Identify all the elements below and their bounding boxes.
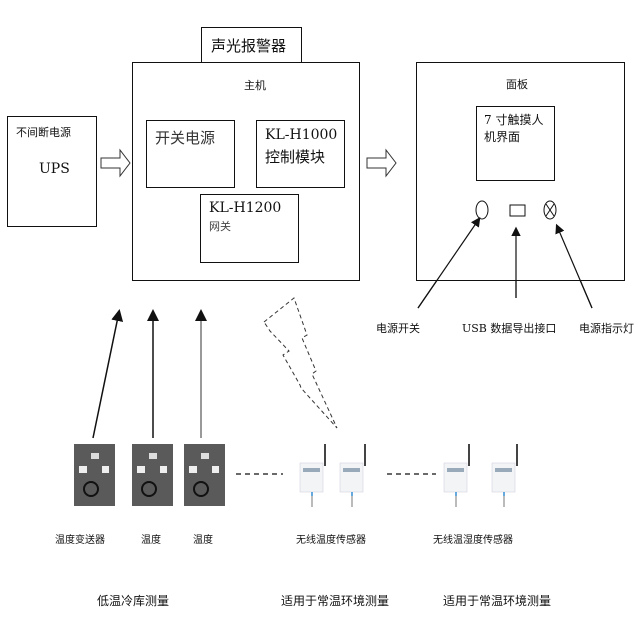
gateway-box: KL-H1200 网关 (200, 194, 299, 263)
normal-temp-group-label-2: 适用于常温环境测量 (443, 594, 552, 608)
panel-title: 面板 (506, 78, 528, 91)
ups-label: UPS (39, 161, 70, 177)
switch-power-label: 开关电源 (155, 129, 216, 147)
power-indicator-label: 电源指示灯 (579, 322, 634, 335)
control-module-label-2: 控制模块 (265, 148, 326, 166)
ups-to-host-arrow (100, 148, 131, 178)
host-to-panel-arrow (366, 148, 397, 178)
alarm-label: 声光报警器 (211, 37, 287, 55)
host-box: 主机 开关电源 KL-H1000 控制模块 KL-H1200 网关 (132, 62, 360, 281)
touchscreen-label-1: 7 寸触摸人 (484, 113, 544, 127)
gateway-label-1: KL-H1200 (209, 200, 282, 216)
power-switch-label: 电源开关 (376, 322, 420, 335)
switch-power-box: 开关电源 (146, 120, 235, 188)
wireless-temp-sensor-2 (339, 444, 366, 507)
temp-sensor-image-1 (132, 444, 173, 506)
control-module-label-1: KL-H1000 (265, 127, 338, 143)
wireless-th-sensor-1 (443, 444, 470, 507)
touchscreen-box: 7 寸触摸人 机界面 (476, 106, 555, 181)
normal-temp-group-label-1: 适用于常温环境测量 (281, 594, 390, 608)
ups-box: 不间断电源 UPS (7, 116, 97, 227)
cold-storage-group-label: 低温冷库测量 (97, 594, 170, 608)
alarm-box: 声光报警器 (201, 27, 302, 64)
wireless-th-label: 无线温湿度传感器 (433, 535, 513, 546)
touchscreen-label-2: 机界面 (484, 130, 521, 144)
gateway-label-2: 网关 (209, 220, 231, 233)
temp-label-1: 温度 (141, 535, 161, 546)
temp-transmitter-image (74, 444, 115, 506)
wireless-temp-sensor-1 (299, 444, 326, 507)
panel-box: 面板 7 寸触摸人 机界面 (416, 62, 625, 281)
host-title: 主机 (244, 79, 266, 92)
wireless-th-sensor-2 (491, 444, 518, 507)
usb-port-label: USB 数据导出接口 (462, 322, 557, 335)
control-module-box: KL-H1000 控制模块 (256, 120, 345, 188)
sensor-arrow-1 (92, 309, 124, 439)
temp-sensor-image-2 (184, 444, 225, 506)
wireless-temp-label: 无线温度传感器 (296, 535, 366, 546)
wireless-lightning-icon (263, 297, 338, 429)
ups-title: 不间断电源 (16, 126, 71, 139)
temp-transmitter-label: 温度变送器 (55, 535, 105, 546)
temp-label-2: 温度 (193, 535, 213, 546)
